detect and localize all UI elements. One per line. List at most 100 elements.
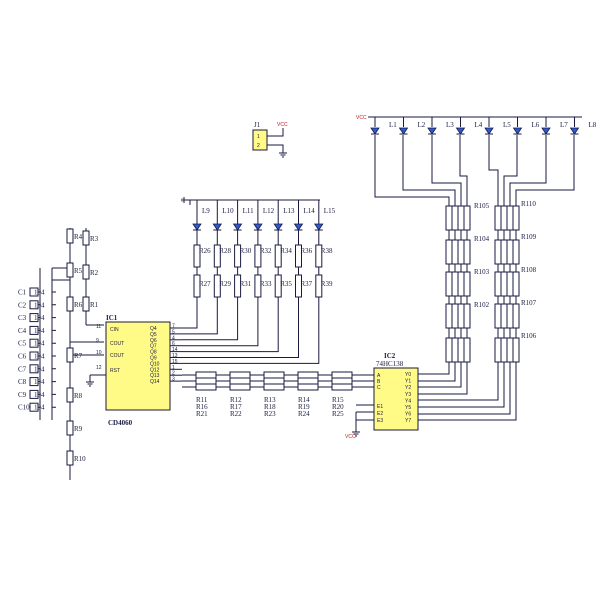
array-left-label: R103 (474, 268, 490, 276)
timing-resistor-label: R9 (74, 425, 83, 433)
ic1-output-pin-name: Q8 (150, 350, 157, 356)
ground-icon (181, 197, 190, 203)
led-resistor-lower-label: R35 (280, 280, 292, 288)
array-resistor-body (494, 303, 502, 329)
led-icon (253, 223, 263, 231)
led-to-ic1-wire (182, 297, 320, 364)
connector-power-label: VCC (277, 122, 288, 128)
timing-resistor-body (66, 296, 74, 312)
bus-resistor-body (229, 371, 251, 379)
ic2-output-pin: Y6 (405, 412, 411, 418)
connector-pin-2: 2 (257, 143, 260, 149)
led-resistor-lower-label: R39 (321, 280, 333, 288)
array-resistor-body (463, 303, 471, 329)
array-resistor-body (500, 303, 508, 329)
array-resistor-body (451, 337, 459, 363)
bus-resistor-body (229, 383, 251, 391)
array-resistor-body (451, 271, 459, 297)
led-label: L1 (389, 121, 397, 129)
led-icon (427, 127, 437, 135)
bus-resistor-label: R11 (196, 396, 208, 404)
led-resistor-upper-label: R26 (199, 247, 211, 255)
led-icon (370, 127, 380, 135)
ic2-vcc-label: VCC (345, 434, 356, 440)
led-to-ic1-wire (182, 297, 218, 335)
timing-resistor-label: R4 (74, 233, 83, 241)
led-label: L14 (304, 207, 316, 215)
led-to-array-wire (459, 135, 468, 200)
bus-resistor-label: R18 (264, 403, 276, 411)
ic2-output-pin: Y2 (405, 385, 411, 391)
array-resistor-body (512, 303, 520, 329)
array-resistor-body (494, 239, 502, 265)
ic1-output-pin-name: Q7 (150, 344, 157, 350)
led-label: L8 (589, 121, 597, 129)
array-resistor-body (463, 337, 471, 363)
array-resistor-body (506, 337, 514, 363)
ic2-input-pin: B (377, 379, 381, 385)
timing-resistor-body (66, 420, 74, 436)
ic2-74hc138: IC2 74HC138 VCC ABCE1E2E3Y0Y1Y2Y3Y4Y5Y6Y… (345, 352, 419, 440)
timing-resistor-label: R7 (74, 352, 83, 360)
ic2-output-wire (418, 372, 517, 421)
led-icon (484, 127, 494, 135)
bus-resistor-label: R17 (230, 403, 242, 411)
led-to-ic1-wire (182, 297, 239, 341)
led-icon (512, 127, 523, 135)
timing-resistor-label: R2 (90, 269, 99, 277)
bus-resistor-label: R23 (264, 410, 276, 418)
led-label: L11 (243, 207, 255, 215)
led-resistor-upper-label: R36 (301, 247, 313, 255)
ic1-pin-number: 10 (96, 350, 102, 356)
array-right-label: R107 (521, 299, 537, 307)
ic1-output-pin-number: 13 (172, 353, 178, 359)
led-resistor-lower-label: R31 (240, 280, 252, 288)
led-to-array-wire (374, 135, 450, 200)
bus-resistor-body (263, 371, 285, 379)
bus-resistor-body (195, 377, 217, 385)
ic1-output-pin-name: Q4 (150, 326, 157, 332)
bus-resistor-label: R12 (230, 396, 242, 404)
array-resistor-body (494, 337, 502, 363)
array-resistor-body (494, 205, 502, 231)
array-resistor-body (445, 205, 453, 231)
ic2-output-wire (418, 372, 511, 415)
bus-resistor-label: R24 (298, 410, 310, 418)
led-to-array-wire (431, 135, 462, 200)
ic2-output-pin: Y3 (405, 392, 411, 398)
led-label: L13 (283, 207, 295, 215)
ic1-body (105, 321, 171, 411)
array-resistor-body (512, 205, 520, 231)
led-to-ic1-wire (182, 297, 198, 329)
led-label: L5 (503, 121, 511, 129)
ic1-output-pin-name: Q9 (150, 356, 157, 362)
led-label: L7 (560, 121, 568, 129)
ic1-output-pin-number: 2 (172, 371, 175, 377)
bus-resistor-body (297, 371, 319, 379)
bus-resistor-body (331, 383, 353, 391)
ic2-output-pin: Y1 (405, 379, 411, 385)
led-label: L12 (263, 207, 275, 215)
ic1-output-pin-number: 5 (172, 329, 175, 335)
ic1-output-pin-name: Q13 (150, 373, 160, 379)
array-resistor-body (506, 205, 514, 231)
array-resistor-body (451, 205, 459, 231)
array-resistor-body (445, 271, 453, 297)
array-resistor-body (512, 239, 520, 265)
timing-resistor-label: R6 (74, 301, 83, 309)
timing-resistor-body (82, 296, 90, 312)
array-resistor-body (463, 271, 471, 297)
bus-resistor-bank: R11R16R21R12R17R22R13R18R23R14R19R24R15R… (182, 371, 374, 418)
ic1-output-pin-name: Q5 (150, 332, 157, 338)
capacitor-ref: C7 (18, 365, 27, 373)
capacitor-ref: C9 (18, 391, 27, 399)
led-resistor-upper-label: R30 (240, 247, 252, 255)
bus-resistor-label: R15 (332, 396, 344, 404)
connector-j1: J1 1 2 VCC (252, 121, 288, 158)
ic1-pin-number: 11 (96, 324, 101, 330)
led-label: L10 (222, 207, 234, 215)
